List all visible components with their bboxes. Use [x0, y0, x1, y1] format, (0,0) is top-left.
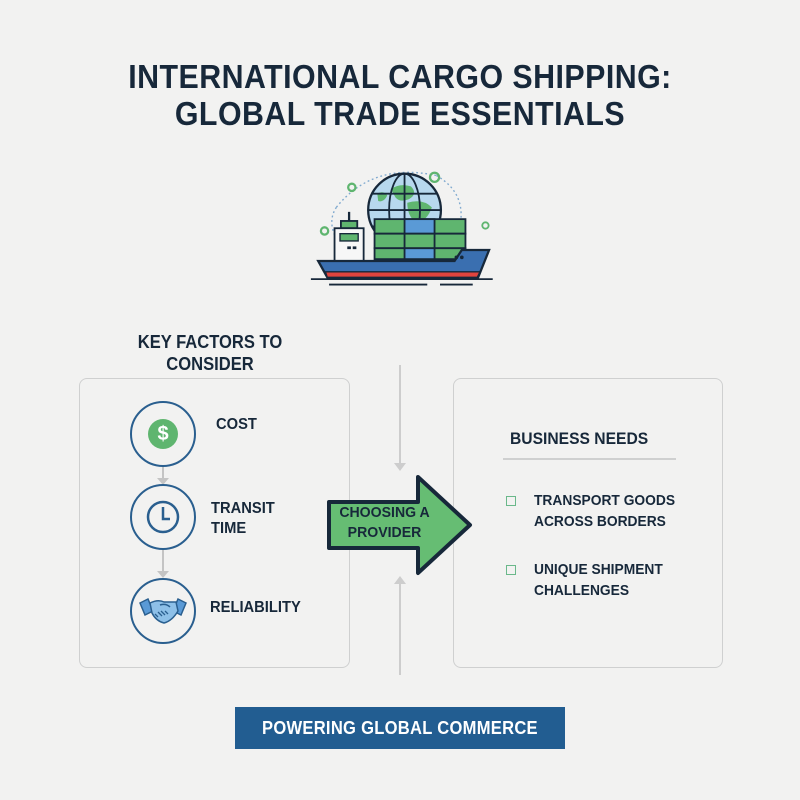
factor-transit-time-label: TRANSIT TIME: [211, 499, 275, 539]
factor-transit-time-circle: [130, 484, 196, 550]
page-title: INTERNATIONAL CARGO SHIPPING: GLOBAL TRA…: [32, 58, 768, 132]
title-line-1: INTERNATIONAL CARGO SHIPPING:: [128, 58, 672, 95]
checkbox-bullet-icon: [506, 496, 516, 506]
business-need-line-2: ACROSS BORDERS: [534, 513, 666, 530]
title-line-2: GLOBAL TRADE ESSENTIALS: [174, 95, 626, 132]
cargo-ship-with-globe-icon: [310, 171, 493, 286]
factor-reliability-circle: [130, 578, 196, 644]
business-need-line-2: CHALLENGES: [534, 582, 630, 599]
key-factors-heading-line-2: CONSIDER: [166, 354, 254, 374]
choosing-provider-label: CHOOSING A PROVIDER: [335, 503, 434, 543]
factor-reliability-label: RELIABILITY: [210, 599, 301, 616]
checkbox-bullet-icon: [506, 565, 516, 575]
choosing-provider-arrow: [327, 475, 472, 575]
factor-transit-time-line-1: TRANSIT: [211, 500, 275, 517]
footer-banner: POWERING GLOBAL COMMERCE: [235, 707, 565, 749]
business-need-line-1: UNIQUE SHIPMENT: [534, 561, 663, 578]
choosing-provider-line-2: PROVIDER: [347, 524, 422, 541]
business-need-text: TRANSPORT GOODS ACROSS BORDERS: [534, 490, 675, 532]
handshake-icon: [139, 597, 187, 624]
flow-line-up: [394, 576, 406, 675]
key-factors-panel: [79, 378, 350, 668]
key-factors-heading: KEY FACTORS TO CONSIDER: [118, 331, 302, 375]
business-need-line-1: TRANSPORT GOODS: [534, 492, 676, 509]
factor-cost-circle: $: [130, 401, 196, 467]
footer-label: POWERING GLOBAL COMMERCE: [262, 717, 538, 738]
business-need-item: UNIQUE SHIPMENT CHALLENGES: [506, 559, 674, 601]
dollar-icon: $: [148, 419, 178, 449]
connector-arrow: [157, 550, 169, 578]
factor-cost-label: COST: [216, 416, 257, 433]
connector-arrow: [157, 467, 169, 485]
business-needs-title: BUSINESS NEEDS: [510, 429, 649, 448]
business-needs-divider: [503, 458, 676, 460]
clock-icon: [146, 500, 180, 534]
business-need-item: TRANSPORT GOODS ACROSS BORDERS: [506, 490, 687, 532]
choosing-provider-line-1: CHOOSING A: [339, 504, 430, 521]
flow-line-down: [394, 365, 406, 471]
factor-transit-time-line-2: TIME: [211, 520, 247, 537]
key-factors-heading-line-1: KEY FACTORS TO: [137, 332, 283, 352]
business-need-text: UNIQUE SHIPMENT CHALLENGES: [534, 559, 663, 601]
business-needs-panel: [453, 378, 723, 668]
